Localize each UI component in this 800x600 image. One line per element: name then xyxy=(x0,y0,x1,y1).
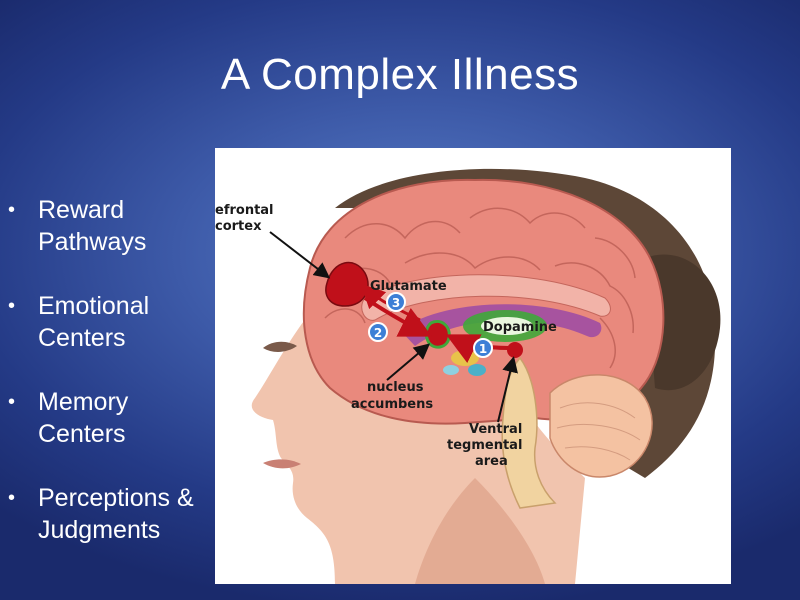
label-glutamate: Glutamate xyxy=(370,279,447,294)
bullet-item: • Reward Pathways xyxy=(6,194,206,258)
label-prefrontal: efrontal xyxy=(215,203,274,218)
svg-text:1: 1 xyxy=(479,342,487,356)
label-ventral: Ventral xyxy=(469,422,522,437)
bullet-item: • Perceptions & Judgments xyxy=(6,482,206,546)
label-cortex: cortex xyxy=(215,219,262,234)
vta-region xyxy=(507,342,523,358)
bullet-dot-icon: • xyxy=(8,487,16,509)
brain-figure: 3 2 1 efrontal cortex Glutamate Dopamine… xyxy=(215,148,731,584)
leader-prefrontal xyxy=(269,231,331,279)
bullet-dot-icon: • xyxy=(8,199,16,221)
step-badge-1: 1 xyxy=(473,338,493,358)
bullet-text: Memory Centers xyxy=(38,388,129,448)
eye xyxy=(263,341,297,352)
slide-title: A Complex Illness xyxy=(220,50,580,99)
bullet-dot-icon: • xyxy=(8,295,16,317)
leader-vta xyxy=(497,356,518,423)
brain-illustration: 3 2 1 efrontal cortex Glutamate Dopamine… xyxy=(215,168,721,584)
svg-text:3: 3 xyxy=(392,296,400,310)
step-badge-2: 2 xyxy=(368,322,388,342)
bullet-list: • Reward Pathways • Emotional Centers • Mem… xyxy=(6,194,206,578)
bullet-text: Perceptions & Judgments xyxy=(38,484,194,544)
bullet-dot-icon: • xyxy=(8,391,16,413)
bullet-text: Emotional Centers xyxy=(38,292,150,352)
label-area: area xyxy=(475,454,508,469)
neck-shadow xyxy=(415,478,545,584)
bullet-item: • Emotional Centers xyxy=(6,290,206,354)
lips xyxy=(263,459,301,469)
hair-bun xyxy=(645,254,721,391)
bullet-item: • Memory Centers xyxy=(6,386,206,450)
pathway-band xyxy=(400,304,602,346)
nucleus-accumbens-region xyxy=(424,320,451,349)
label-accumbens: accumbens xyxy=(351,397,433,412)
step-badge-3: 3 xyxy=(386,292,406,312)
label-tegmental: tegmental xyxy=(447,438,522,453)
brain-cortex xyxy=(302,178,665,425)
svg-text:2: 2 xyxy=(374,326,382,340)
bullet-text: Reward Pathways xyxy=(38,196,147,256)
label-dopamine: Dopamine xyxy=(483,320,557,335)
leader-nucleus xyxy=(386,343,431,381)
brainstem xyxy=(501,356,557,509)
corpus-callosum xyxy=(361,274,611,321)
label-nucleus: nucleus xyxy=(367,380,424,395)
